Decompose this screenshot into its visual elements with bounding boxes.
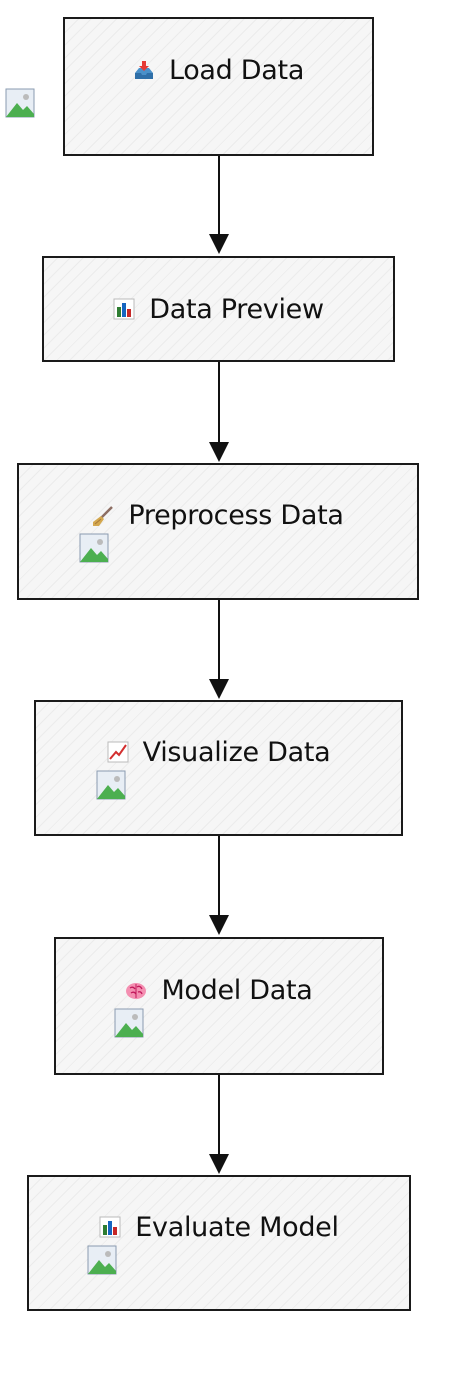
node-preprocess-data: Preprocess Data bbox=[17, 463, 419, 600]
broken-image-icon bbox=[79, 533, 109, 563]
broken-image-icon bbox=[96, 770, 126, 800]
node-data-preview: Data Preview bbox=[42, 256, 395, 362]
chart-increasing-icon bbox=[107, 741, 129, 763]
broken-image-icon bbox=[114, 1008, 144, 1038]
node-label: Evaluate Model bbox=[135, 1211, 339, 1243]
broken-image-icon bbox=[5, 88, 35, 118]
node-label: Visualize Data bbox=[142, 736, 331, 768]
brain-icon bbox=[125, 979, 147, 1001]
broken-image-icon bbox=[87, 1245, 117, 1275]
broom-icon bbox=[92, 505, 114, 527]
node-visualize-data: Visualize Data bbox=[34, 700, 403, 836]
node-label: Model Data bbox=[161, 974, 313, 1006]
bar-chart-icon bbox=[99, 1216, 121, 1238]
node-label: Load Data bbox=[168, 55, 305, 86]
node-model-data: Model Data bbox=[54, 937, 384, 1075]
node-label: Data Preview bbox=[149, 293, 324, 325]
node-label: Preprocess Data bbox=[128, 500, 344, 531]
node-load-data: Load Data bbox=[5, 17, 374, 156]
bar-chart-icon bbox=[113, 298, 135, 320]
inbox-tray-icon bbox=[133, 60, 155, 82]
node-evaluate-model: Evaluate Model bbox=[27, 1175, 411, 1311]
